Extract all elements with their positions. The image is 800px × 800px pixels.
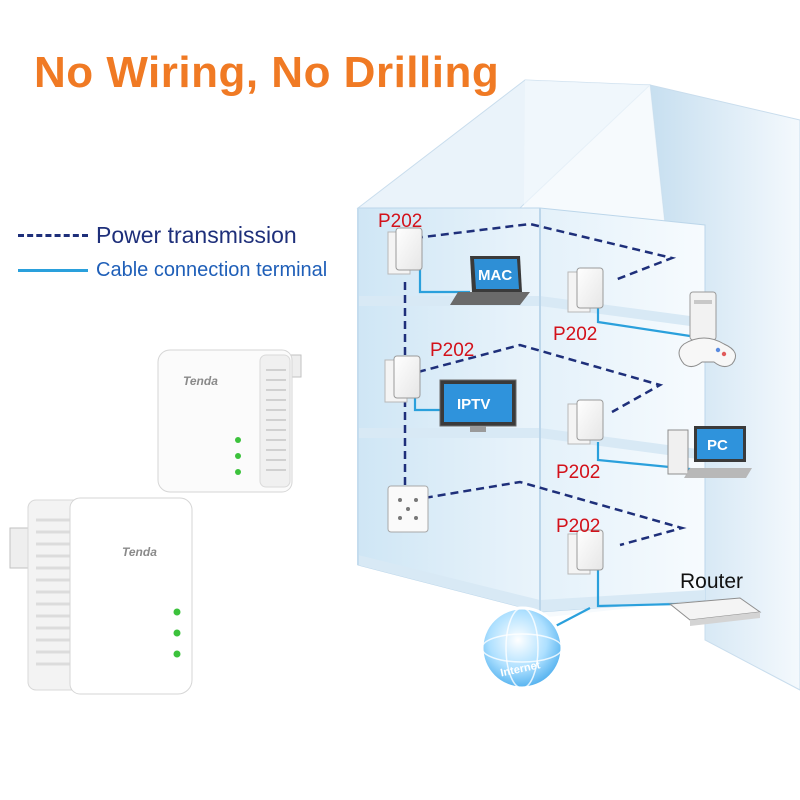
- cable-line-console: [596, 306, 691, 338]
- wall-outlet: [387, 485, 429, 533]
- game-console-icon: [678, 291, 737, 368]
- cable-line-mac: [418, 268, 470, 294]
- product-back-vent-icon: [266, 369, 286, 471]
- cable-line-router: [596, 568, 679, 608]
- solid-line-swatch-icon: [18, 269, 88, 272]
- cable-line-pc: [596, 442, 701, 472]
- pc-label: PC: [707, 437, 728, 454]
- tv-icon: IPTV: [439, 379, 517, 432]
- product-front-leds-icon: [173, 608, 181, 658]
- wall-adapter-5: [567, 529, 604, 575]
- legend-cable-connection: Cable connection terminal: [18, 259, 327, 282]
- wall-adapter-3: [384, 355, 421, 403]
- floor-slab-1: [358, 296, 705, 328]
- laptop-label: MAC: [478, 267, 512, 284]
- product-back-brand: Tenda: [183, 374, 218, 388]
- power-line-lower: [411, 480, 687, 547]
- router-icon: Router: [668, 570, 762, 626]
- adapter-label-4: P202: [556, 462, 600, 483]
- adapter-label-5: P202: [556, 516, 600, 537]
- product-front-brand: Tenda: [122, 545, 157, 559]
- wall-adapter-4: [567, 399, 604, 445]
- internet-globe-icon: Internet: [480, 606, 564, 690]
- legend-power-label: Power transmission: [96, 222, 297, 248]
- legend-power-transmission: Power transmission: [18, 222, 297, 249]
- legend-cable-label: Cable connection terminal: [96, 259, 328, 281]
- building-front-right: [539, 207, 706, 613]
- adapter-label-3: P202: [430, 340, 474, 361]
- headline: No Wiring, No Drilling: [34, 48, 500, 97]
- product-adapter-front: Tenda: [9, 497, 193, 695]
- laptop-icon: MAC: [450, 256, 530, 305]
- cable-lines: [413, 268, 701, 631]
- router-label: Router: [680, 570, 743, 593]
- power-line-middle: [417, 343, 664, 414]
- floor-slab-2: [358, 428, 705, 460]
- floor-slab-3: [358, 555, 705, 612]
- adapter-label-1: P202: [378, 211, 422, 232]
- dashed-line-swatch-icon: [18, 234, 88, 237]
- adapter-label-2: P202: [553, 324, 597, 345]
- wall-adapter-2: [567, 267, 604, 313]
- tv-label: IPTV: [457, 396, 490, 413]
- product-back-leds-icon: [235, 437, 241, 475]
- pc-icon: PC: [667, 426, 752, 478]
- product-adapter-back: Tenda: [157, 349, 302, 493]
- wall-adapter-1: [387, 227, 423, 275]
- power-line-top: [414, 222, 677, 282]
